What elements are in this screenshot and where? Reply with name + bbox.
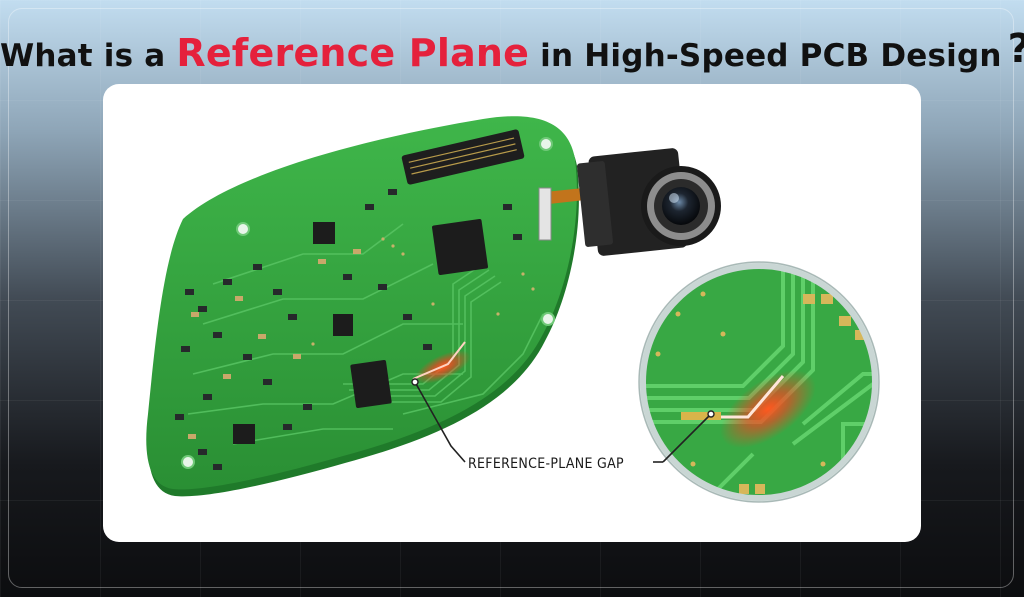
pcb-illustration <box>146 116 880 503</box>
capacitors <box>188 249 361 439</box>
flex-connector <box>538 187 552 241</box>
vias <box>311 237 535 346</box>
illustration-card <box>103 84 921 542</box>
callout-leader <box>414 381 712 463</box>
camera-lens <box>662 187 700 225</box>
small-chip <box>313 222 335 244</box>
magnified-view <box>638 261 880 503</box>
title-highlight: Reference Plane <box>176 31 530 75</box>
page-title: What is a Reference Plane in High-Speed … <box>0 26 1024 75</box>
title-prefix: What is a <box>0 38 177 74</box>
secondary-ic-chip <box>350 359 392 409</box>
magnifier-rim <box>640 263 878 501</box>
camera-module <box>576 148 721 256</box>
magnified-hotspot <box>720 369 816 449</box>
magnified-pads <box>655 281 867 494</box>
small-chip <box>233 424 255 444</box>
main-ic-chip <box>432 219 488 275</box>
magnified-gap-pad <box>681 412 721 420</box>
mounting-holes <box>181 137 555 469</box>
question-mark: ? <box>1008 26 1024 72</box>
passive-components <box>175 189 522 470</box>
pcb-board <box>146 116 577 490</box>
reference-plane-gap-label: REFERENCE-PLANE GAP <box>468 456 624 472</box>
title-suffix: in High-Speed PCB Design <box>529 38 1002 74</box>
small-chip <box>333 314 353 336</box>
highlighted-trace <box>412 341 466 380</box>
outer-frame <box>8 8 1014 588</box>
